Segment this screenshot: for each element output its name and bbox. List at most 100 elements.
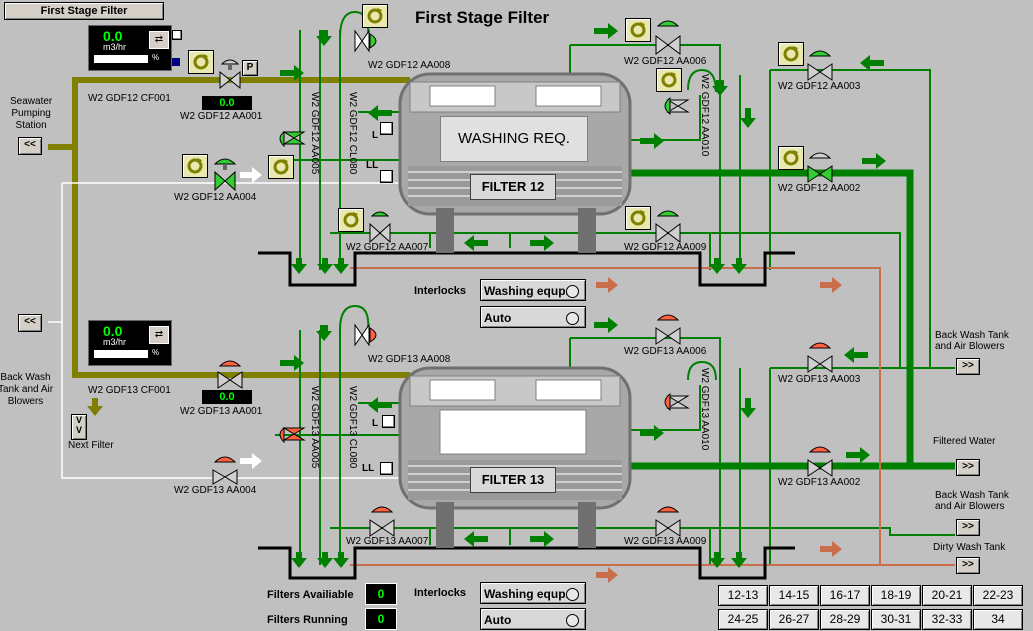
f12-aa005-tag: W2 GDF12 AA005 xyxy=(309,92,320,175)
f12-p-button[interactable]: P xyxy=(242,60,258,76)
nav-filter-12-13[interactable]: 12-13 xyxy=(718,585,768,606)
right-filtered-water-button[interactable]: >> xyxy=(956,459,980,476)
right-backwash-label-2: Back Wash Tank and Air Blowers xyxy=(935,490,1009,512)
rotate-icon xyxy=(343,212,359,228)
f12-washing-equip-radio[interactable] xyxy=(566,285,579,298)
next-filter-button[interactable]: V V xyxy=(71,414,87,440)
rotate-icon xyxy=(273,159,289,175)
nav-filter-26-27[interactable]: 26-27 xyxy=(769,609,819,630)
valve-f12-aa002 xyxy=(807,152,833,183)
nav-filter-14-15[interactable]: 14-15 xyxy=(769,585,819,606)
rotate-icon xyxy=(187,158,203,174)
rotate-icon xyxy=(783,150,799,166)
valve-f12-aa006 xyxy=(655,20,681,55)
f13-flow-switch-icon[interactable]: ⇄ xyxy=(149,326,169,344)
f12-aa003-tag: W2 GDF12 AA003 xyxy=(778,81,861,92)
f13-aa003-tag: W2 GDF13 AA003 xyxy=(778,374,861,385)
f12-aa002-control-icon[interactable] xyxy=(778,146,804,170)
window-title-button[interactable]: First Stage Filter xyxy=(4,2,164,20)
f13-flowmeter: 0.0 m3/hr % ⇄ xyxy=(88,320,172,366)
nav-filter-32-33[interactable]: 32-33 xyxy=(922,609,972,630)
f13-auto-radio[interactable] xyxy=(566,614,579,627)
right-dirty-wash-label: Dirty Wash Tank xyxy=(933,542,1006,553)
f12-aa001-display: 0.0 xyxy=(202,96,252,110)
f12-aa003-control-icon[interactable] xyxy=(778,42,804,66)
valve-f13-aa001 xyxy=(217,360,243,389)
rotate-icon xyxy=(630,22,646,38)
right-backwash-button-1[interactable]: >> xyxy=(956,358,980,375)
f13-filter-name[interactable]: FILTER 13 xyxy=(470,467,556,493)
valve-f13-aa008 xyxy=(354,323,377,347)
f12-washing-equip-toggle[interactable]: Washing equp. xyxy=(480,279,586,301)
f13-aa008-tag: W2 GDF13 AA008 xyxy=(368,354,451,365)
rotate-icon xyxy=(783,46,799,62)
f12-auto-toggle[interactable]: Auto xyxy=(480,306,586,328)
f12-aa007-control-icon[interactable] xyxy=(338,208,364,232)
f12-level-ll-label: LL xyxy=(366,160,379,171)
f12-indicator-white xyxy=(172,30,182,40)
right-dirty-wash-button[interactable]: >> xyxy=(956,557,980,574)
filters-available-value: 0 xyxy=(365,583,397,605)
valve-f13-aa009 xyxy=(655,506,681,537)
f12-cf001-tag: W2 GDF12 CF001 xyxy=(88,93,171,104)
f12-aa010-tag: W2 GDF12 AA010 xyxy=(699,74,710,157)
f12-aa008-tag: W2 GDF12 AA008 xyxy=(368,60,451,71)
next-filter-label: Next Filter xyxy=(68,440,114,451)
f12-level-l-indicator xyxy=(380,122,393,135)
f12-flowmeter: 0.0 m3/hr % ⇄ xyxy=(88,25,172,71)
f12-flow-unit: m3/hr xyxy=(103,42,127,52)
right-backwash-label-1: Back Wash Tank and Air Blowers xyxy=(935,330,1009,352)
f12-aa010-control-icon[interactable] xyxy=(656,68,682,92)
f13-flow-pct: % xyxy=(152,348,160,357)
valve-f12-aa005 xyxy=(279,130,306,148)
valve-f12-aa008 xyxy=(354,29,377,53)
f12-level-l-label: L xyxy=(372,130,379,141)
f12-filter-name[interactable]: FILTER 12 xyxy=(470,174,556,200)
nav-filter-16-17[interactable]: 16-17 xyxy=(820,585,870,606)
rotate-icon xyxy=(630,210,646,226)
valve-f13-aa010 xyxy=(664,392,690,412)
f12-aa009-control-icon[interactable] xyxy=(625,206,651,230)
f12-washing-equip-label: Washing equp. xyxy=(484,284,569,298)
f12-auto-radio[interactable] xyxy=(566,312,579,325)
f13-auto-toggle[interactable]: Auto xyxy=(480,608,586,630)
valve-f12-aa010 xyxy=(664,96,690,116)
valve-f13-aa004 xyxy=(212,456,238,485)
f12-aa004-tag: W2 GDF12 AA004 xyxy=(174,192,257,203)
backwash-left-label: Back Wash Tank and Air Blowers xyxy=(0,372,54,407)
f13-level-ll-label: LL xyxy=(362,463,375,474)
nav-filter-18-19[interactable]: 18-19 xyxy=(871,585,921,606)
f12-aa004-control-icon[interactable] xyxy=(182,154,208,178)
f12-aa002-tag: W2 GDF12 AA002 xyxy=(778,183,861,194)
f13-washing-equip-radio[interactable] xyxy=(566,588,579,601)
f13-cl080-tag: W2 GDF13 CL080 xyxy=(347,386,358,469)
page-title: First Stage Filter xyxy=(415,8,550,27)
nav-backwash-button[interactable]: << xyxy=(18,314,42,332)
f13-washing-equip-toggle[interactable]: Washing equp. xyxy=(480,582,586,604)
filters-running-label: Filters Running xyxy=(267,614,348,626)
f12-aa004b-control-icon[interactable] xyxy=(268,155,294,179)
f13-washing-equip-label: Washing equp. xyxy=(484,587,569,601)
nav-seawater-button[interactable]: << xyxy=(18,137,42,155)
right-backwash-button-2[interactable]: >> xyxy=(956,519,980,536)
rotate-icon xyxy=(367,8,383,24)
nav-filter-24-25[interactable]: 24-25 xyxy=(718,609,768,630)
valve-f12-aa004 xyxy=(213,158,237,192)
f13-aa001-display: 0.0 xyxy=(202,390,252,404)
nav-filter-28-29[interactable]: 28-29 xyxy=(820,609,870,630)
f12-aa006-control-icon[interactable] xyxy=(625,18,651,42)
f12-aa008-control-icon[interactable] xyxy=(362,4,388,28)
f12-flow-switch-icon[interactable]: ⇄ xyxy=(149,31,169,49)
nav-filter-20-21[interactable]: 20-21 xyxy=(922,585,972,606)
f12-cf001-control-icon[interactable] xyxy=(188,50,214,74)
f12-washing-req-indicator: WASHING REQ. xyxy=(440,116,588,162)
rotate-icon xyxy=(193,54,209,70)
nav-filter-34[interactable]: 34 xyxy=(973,609,1023,630)
f13-aa009-tag: W2 GDF13 AA009 xyxy=(624,536,707,547)
f13-level-l-label: L xyxy=(372,418,379,429)
nav-filter-22-23[interactable]: 22-23 xyxy=(973,585,1023,606)
f12-flow-bar xyxy=(94,55,148,63)
filters-running-value: 0 xyxy=(365,608,397,630)
nav-filter-30-31[interactable]: 30-31 xyxy=(871,609,921,630)
